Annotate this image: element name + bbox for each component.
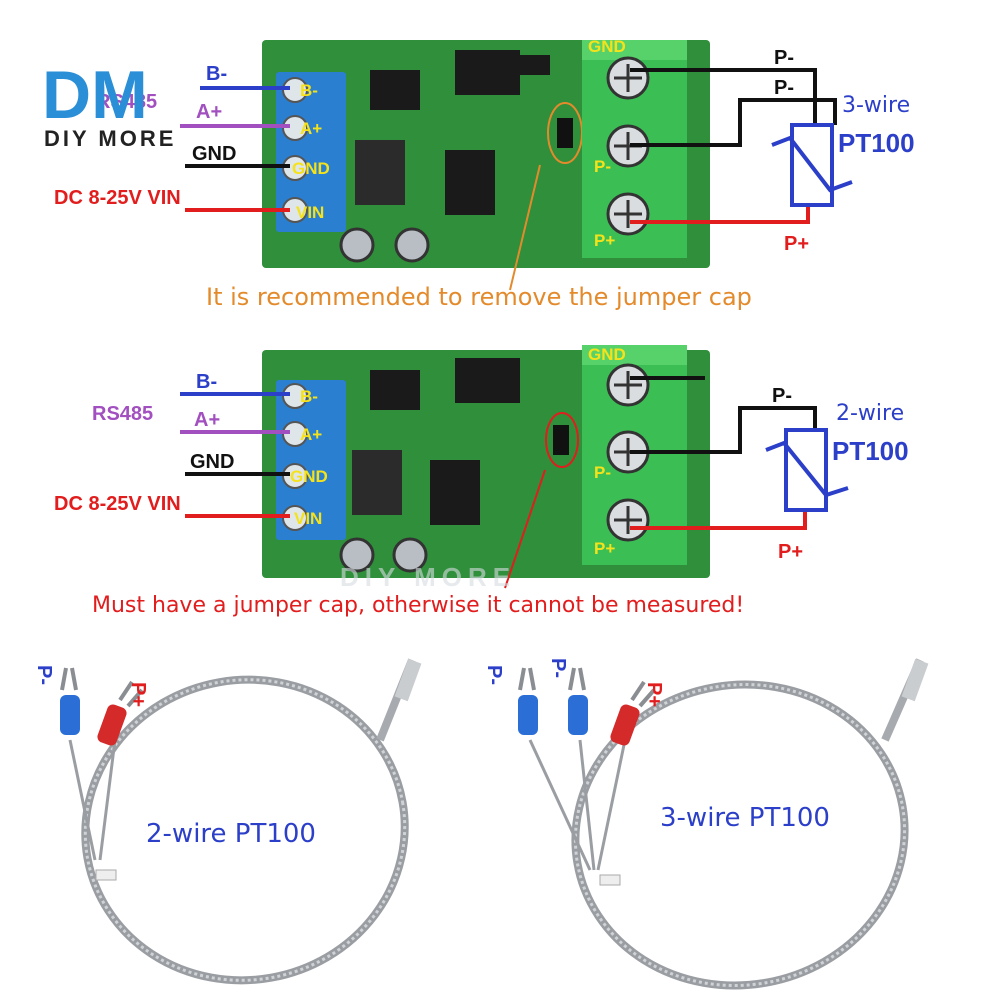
bottom-wire-p-plus: P+ — [778, 541, 803, 563]
bottom-label-b-minus: B- — [196, 371, 217, 393]
top-label-b-minus: B- — [206, 63, 227, 85]
bottom-wire-p-minus: P- — [772, 385, 792, 407]
top-right-pin-gnd: GND — [588, 37, 626, 56]
two-wire-caption: 2-wire PT100 — [146, 819, 316, 849]
bottom-pin-a-plus: A+ — [300, 425, 322, 444]
top-label-gnd: GND — [192, 143, 236, 165]
bottom-pt100-symbol — [765, 428, 849, 512]
bottom-label-gnd: GND — [190, 451, 234, 473]
bottom-left-terminal — [276, 380, 346, 540]
bottom-right-pin-p-plus: P+ — [594, 539, 615, 558]
bottom-sensor-name: PT100 — [832, 436, 909, 466]
three-wire-lead-plus: P+ — [643, 682, 665, 707]
bottom-right-pin-p-minus: P- — [594, 463, 611, 482]
top-sensor-type: 3-wire — [842, 93, 910, 118]
top-sensor-name: PT100 — [838, 128, 915, 158]
top-wire-p-minus-2: P- — [774, 77, 794, 99]
bottom-pin-b-minus: B- — [300, 387, 318, 406]
top-pin-vin: VIN — [296, 203, 324, 222]
three-wire-lead-minus-2: P- — [547, 658, 569, 678]
three-wire-lead-minus-1: P- — [483, 665, 505, 685]
top-right-pin-p-minus: P- — [594, 157, 611, 176]
two-wire-lead-plus: P+ — [127, 682, 149, 707]
two-wire-probe — [60, 658, 422, 985]
bottom-pin-vin: VIN — [294, 509, 322, 528]
bottom-note: Must have a jumper cap, otherwise it can… — [92, 593, 744, 618]
bottom-jumper-highlight — [545, 412, 579, 468]
top-wire-p-minus-1: P- — [774, 47, 794, 69]
top-label-power: DC 8-25V VIN — [54, 187, 181, 209]
watermark: DIY MORE — [340, 562, 516, 592]
three-wire-caption: 3-wire PT100 — [660, 803, 830, 833]
top-wire-p-plus: P+ — [784, 233, 809, 255]
bottom-label-rs485: RS485 — [92, 403, 153, 425]
two-wire-lead-minus: P- — [33, 665, 55, 685]
top-label-a-plus: A+ — [196, 101, 222, 123]
brand-logo: DM DIY MORE — [42, 57, 176, 151]
top-label-rs485: RS485 — [96, 91, 157, 113]
bottom-pin-gnd: GND — [290, 467, 328, 486]
top-pin-b-minus: B- — [300, 81, 318, 100]
logo-text: DIY MORE — [44, 126, 176, 151]
top-pin-gnd: GND — [292, 159, 330, 178]
top-right-pin-p-plus: P+ — [594, 231, 615, 250]
top-module — [262, 40, 710, 268]
bottom-label-a-plus: A+ — [194, 409, 220, 431]
bottom-sensor-type: 2-wire — [836, 401, 904, 426]
bottom-right-pin-gnd: GND — [588, 345, 626, 364]
top-left-terminal — [276, 72, 346, 232]
top-note: It is recommended to remove the jumper c… — [206, 283, 752, 311]
three-wire-probe — [518, 658, 929, 990]
top-pin-a-plus: A+ — [300, 119, 322, 138]
bottom-label-power: DC 8-25V VIN — [54, 493, 181, 515]
logo-letters: DM — [42, 57, 148, 133]
top-pt100-symbol — [771, 123, 853, 207]
